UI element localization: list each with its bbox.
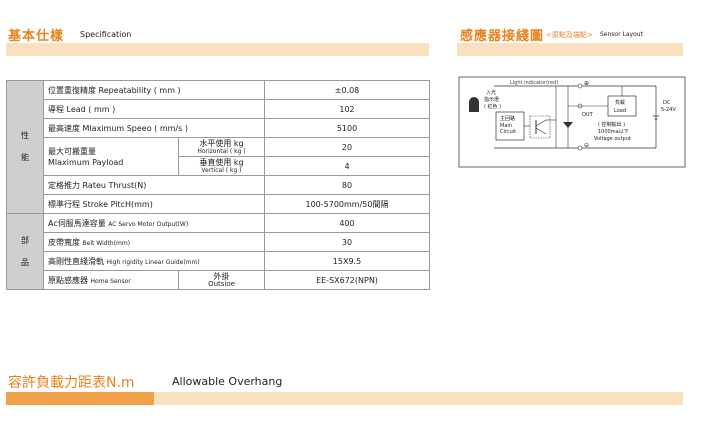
load-en: Load: [614, 108, 626, 114]
transistor-box: [529, 115, 551, 139]
parts-group-label: 部 品: [6, 213, 44, 290]
table-row: 性 能 位置重復精度 Repeatability ( mm ) ±0.08: [6, 80, 430, 214]
control-output-zh: ( 控制輸出 ): [598, 121, 625, 128]
led-label-zh-1: 入光: [486, 89, 496, 96]
overhang-bar-accent: [6, 392, 154, 405]
group-char: 能: [21, 153, 29, 162]
control-current: 1000ma以下: [598, 129, 629, 135]
led-icon: [469, 97, 479, 112]
table-row: 皮帶寬度 Belt Width(mm) 30: [7, 232, 430, 252]
vertical-value: 4: [264, 156, 430, 176]
vertical-label: 垂直使用 kg Vertical ( kg ): [178, 156, 265, 176]
group-char: 性: [21, 131, 29, 140]
guide-value: 15X9.5: [264, 251, 430, 271]
thrust-value: 80: [264, 175, 430, 195]
light-indicator-label: Light indicator(red): [510, 80, 558, 86]
sensor-title-note: <原點及端點>: [546, 31, 593, 39]
thrust-label: 定格推力 Rateu Thrust(N): [43, 175, 265, 195]
minus-mark: ⊖: [584, 142, 589, 149]
vertical-label-en: Vertical ( kg ): [201, 167, 242, 174]
plus-mark: ⊕: [584, 80, 589, 87]
lead-value: 102: [264, 99, 430, 119]
overhang-title-en: Allowable Overhang: [172, 375, 283, 388]
table-row: 導程 Lead ( mm ) 102: [7, 99, 430, 119]
vertical-label-zh: 垂直使用 kg: [199, 158, 244, 167]
payload-label-en: Mlaximum Payload: [48, 157, 124, 167]
payload-label: 最大可搬重量 Mlaximum Payload: [43, 137, 179, 176]
payload-label-zh: 最大可搬重量: [48, 146, 96, 156]
out-label: OUT: [582, 112, 594, 118]
home-sensor-label-zh: 原點感應器: [48, 275, 88, 285]
max-speed-label: 最高速度 Mlaximum Speeo ( mm/s ): [43, 118, 265, 138]
stroke-value: 100-5700mm/50間隔: [264, 194, 430, 214]
belt-label-en: Belt Width(mm): [82, 239, 131, 247]
servo-label-en: AC Servo Motor Output(W): [108, 220, 189, 228]
table-row: 原點感應器 Home Sensor 外掛 Outsioe EE-SX672(NP…: [7, 270, 430, 290]
performance-group-label: 性 能: [6, 80, 44, 214]
sensor-title-en: Sensor Layout: [600, 31, 643, 38]
horizontal-label-en: Horizontal ( kg ): [197, 148, 246, 155]
transistor-icon: [535, 119, 547, 127]
guide-label: 高剛性直綫滑軌 High rigidity Linear Guide(mm): [43, 251, 265, 271]
sensor-title-zh: 感應器接綫圖: [460, 29, 545, 44]
horizontal-value: 20: [264, 137, 430, 157]
max-speed-value: 5100: [264, 118, 430, 138]
transistor-icon: [535, 127, 547, 135]
overhang-title-zh: 容許負載力距表N.m: [8, 375, 135, 391]
group-char: 品: [21, 257, 29, 267]
table-row: 最高速度 Mlaximum Speeo ( mm/s ) 5100: [7, 118, 430, 138]
dc-label-1: DC: [663, 100, 671, 106]
voltage-output: Voltage output: [594, 136, 631, 142]
led-label-zh-3: ( 紅色 ): [484, 103, 501, 110]
table-row: 高剛性直綫滑軌 High rigidity Linear Guide(mm) 1…: [7, 251, 430, 271]
main-circuit-en-2: Circuit: [500, 129, 516, 135]
stroke-label: 標準行程 Stroke PitcH(mm): [43, 194, 265, 214]
lead-label: 導程 Lead ( mm ): [43, 99, 265, 119]
servo-label: Ac伺服馬達容量 AC Servo Motor Output(W): [43, 213, 265, 233]
home-sensor-value: EE-SX672(NPN): [264, 270, 430, 290]
main-circuit-zh: 主回路: [500, 115, 515, 122]
home-sensor-sub: 外掛 Outsioe: [178, 270, 265, 290]
load-zh: 負載: [615, 99, 625, 106]
sensor-header-bar: [457, 43, 683, 56]
spec-title-zh: 基本仕樣: [8, 29, 65, 44]
horizontal-label: 水平使用 kg Horizontal ( kg ): [178, 137, 265, 157]
spec-title-en: Specification: [80, 30, 132, 39]
guide-label-en: High rigidity Linear Guide(mm): [106, 258, 200, 266]
servo-label-zh: Ac伺服馬達容量: [48, 218, 106, 228]
dc-label-2: 5-24V: [661, 107, 676, 113]
repeatability-label: 位置重復精度 Repeatability ( mm ): [43, 80, 265, 100]
belt-value: 30: [264, 232, 430, 252]
repeatability-value: ±0.08: [264, 80, 430, 100]
led-label-zh-2: 指示燈: [484, 96, 499, 103]
belt-label: 皮帶寬度 Belt Width(mm): [43, 232, 265, 252]
servo-value: 400: [264, 213, 430, 233]
table-row: 最大可搬重量 Mlaximum Payload 水平使用 kg Horizont…: [7, 137, 430, 176]
spec-header-bar: [6, 43, 429, 56]
terminal-minus: [577, 145, 583, 151]
group-char: 部: [21, 235, 29, 245]
table-row: 定格推力 Rateu Thrust(N) 80: [7, 175, 430, 195]
table-row: 部 品 Ac伺服馬達容量 AC Servo Motor Output(W) 40…: [6, 213, 430, 290]
guide-label-zh: 高剛性直綫滑軌: [48, 256, 104, 266]
terminal-plus: [577, 83, 583, 89]
overhang-bar: [154, 392, 683, 405]
home-sensor-sub-en: Outsioe: [208, 280, 235, 288]
home-sensor-label-en: Home Sensor: [90, 277, 131, 285]
main-circuit-en-1: Main: [500, 123, 512, 129]
sensor-wiring-diagram: 入光 指示燈 ( 紅色 ) Light indicator(red) 主回路 M…: [458, 76, 686, 168]
horizontal-label-zh: 水平使用 kg: [199, 139, 244, 148]
spec-table: 性 能 位置重復精度 Repeatability ( mm ) ±0.08 導程…: [6, 80, 430, 290]
belt-label-zh: 皮帶寬度: [48, 237, 80, 247]
table-row: 標準行程 Stroke PitcH(mm) 100-5700mm/50間隔: [7, 194, 430, 214]
home-sensor-sub-zh: 外掛: [213, 272, 230, 281]
home-sensor-label: 原點感應器 Home Sensor: [43, 270, 179, 290]
